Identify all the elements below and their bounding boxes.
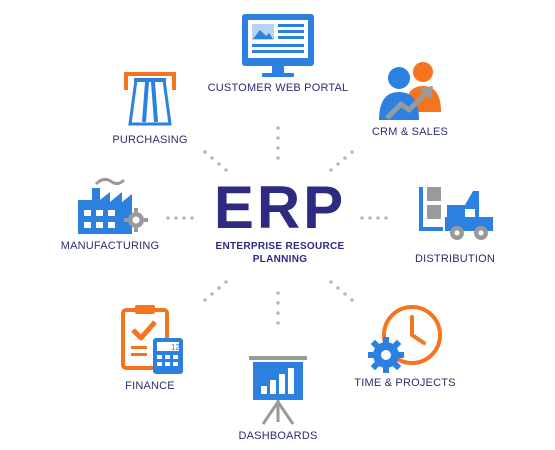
module-manufacturing: MANUFACTURING <box>50 170 170 253</box>
erp-subtitle-line1: ENTERPRISE RESOURCE <box>215 241 345 252</box>
module-finance: 12 FINANCE <box>100 302 200 393</box>
module-label: CRM & SALES <box>371 126 449 138</box>
clipboard-calculator-icon: 12 <box>121 305 183 374</box>
factory-icon <box>78 177 148 234</box>
module-label: PURCHASING <box>112 134 188 146</box>
module-label: TIME & PROJECTS <box>354 377 456 389</box>
module-label: FINANCE <box>125 380 175 392</box>
forklift-icon <box>419 187 493 240</box>
module-time-projects: TIME & PROJECTS <box>345 303 465 390</box>
erp-subtitle: ENTERPRISE RESOURCE PLANNING <box>196 240 364 266</box>
module-crm-sales: CRM & SALES <box>355 58 465 139</box>
module-label: DASHBOARDS <box>238 430 318 442</box>
calculator-display: 12 <box>171 343 180 352</box>
people-growth-icon <box>379 62 441 120</box>
module-dashboards: DASHBOARDS <box>218 352 338 443</box>
erp-center: ERP ENTERPRISE RESOURCE PLANNING <box>196 178 364 278</box>
module-customer-web-portal: CUSTOMER WEB PORTAL <box>198 10 358 95</box>
module-label: MANUFACTURING <box>60 240 160 252</box>
receipt-printer-icon <box>124 72 176 126</box>
module-distribution: DISTRIBUTION <box>395 183 515 266</box>
module-purchasing: PURCHASING <box>100 70 200 147</box>
presentation-chart-icon <box>249 356 307 425</box>
monitor-icon <box>242 14 314 77</box>
module-label: DISTRIBUTION <box>414 253 495 265</box>
module-label: CUSTOMER WEB PORTAL <box>207 82 349 94</box>
clock-gear-icon <box>368 305 442 373</box>
erp-subtitle-line2: PLANNING <box>252 254 308 265</box>
erp-title: ERP <box>213 174 347 241</box>
